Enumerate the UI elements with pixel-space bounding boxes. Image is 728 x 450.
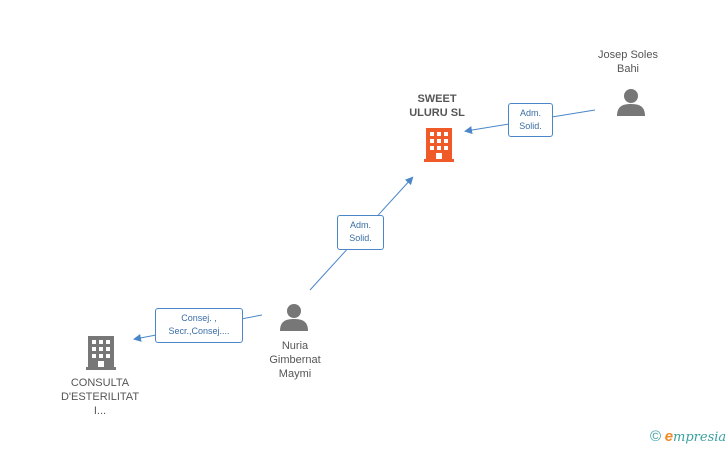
edge-label-nuria-sweet: Adm. Solid. [337,215,384,250]
edge-label-nuria-consulta: Consej. , Secr.,Consej.... [155,308,243,343]
empresia-logo: © empresia [650,428,726,445]
brand-rest: mpresia [673,430,727,445]
person-label-nuria[interactable]: Nuria Gimbernat Maymi [269,340,321,380]
building-icon[interactable] [86,336,116,370]
person-icon[interactable] [280,304,308,331]
edge-label-josep-sweet: Adm. Solid. [508,103,553,137]
building-icon[interactable] [424,128,454,162]
company-label-sweet-uluru[interactable]: SWEET ULURU SL [409,93,465,119]
person-icon[interactable] [617,89,645,116]
company-label-consulta[interactable]: CONSULTA D'ESTERILITAT I... [60,377,140,417]
copyright-symbol: © [650,428,662,445]
person-label-josep[interactable]: Josep Soles Bahi [598,49,658,75]
brand-e: e [664,428,674,445]
